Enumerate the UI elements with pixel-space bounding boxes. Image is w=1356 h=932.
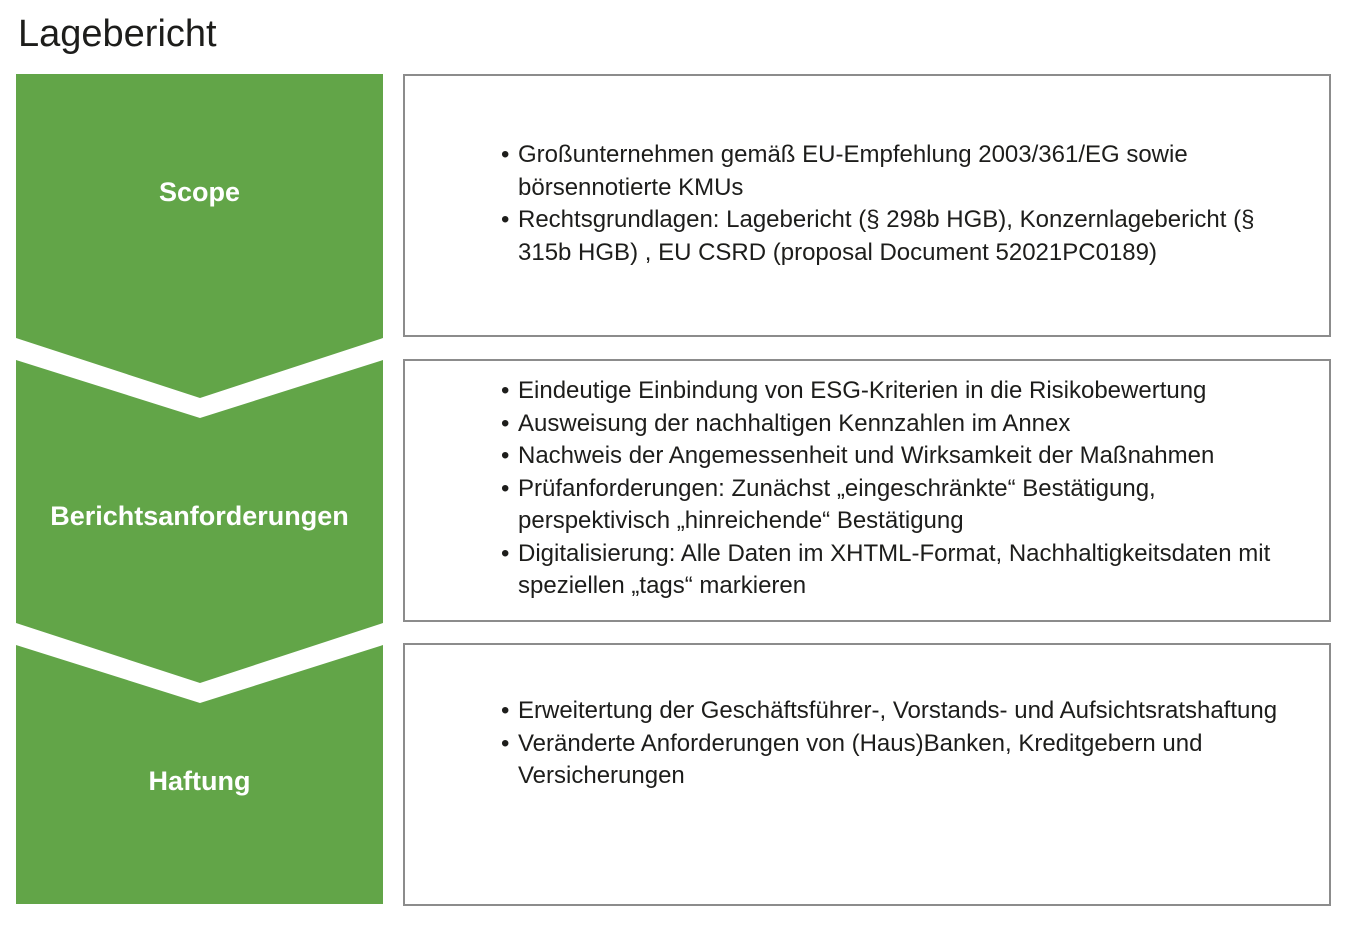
process-chevrons bbox=[16, 74, 383, 904]
berichtsanforderungen-bullets: Eindeutige Einbindung von ESG-Kriterien … bbox=[501, 375, 1299, 603]
haftung-chevron bbox=[16, 645, 383, 904]
list-item: Veränderte Anforderungen von (Haus)Banke… bbox=[501, 728, 1299, 793]
scope-box: Großunternehmen gemäß EU-Empfehlung 2003… bbox=[403, 74, 1331, 337]
scope-chevron bbox=[16, 74, 383, 398]
list-item: Eindeutige Einbindung von ESG-Kriterien … bbox=[501, 375, 1299, 408]
list-item: Digitalisierung: Alle Daten im XHTML-For… bbox=[501, 538, 1299, 603]
berichtsanforderungen-label: Berichtsanforderungen bbox=[50, 501, 349, 531]
list-item: Rechtsgrundlagen: Lagebericht (§ 298b HG… bbox=[501, 204, 1299, 269]
scope-bullets: Großunternehmen gemäß EU-Empfehlung 2003… bbox=[501, 139, 1299, 269]
list-item: Nachweis der Angemessenheit und Wirksamk… bbox=[501, 440, 1299, 473]
list-item: Prüfanforderungen: Zunächst „eingeschrän… bbox=[501, 473, 1299, 538]
scope-label: Scope bbox=[158, 177, 241, 207]
list-item: Großunternehmen gemäß EU-Empfehlung 2003… bbox=[501, 139, 1299, 204]
list-item: Erweitertung der Geschäftsführer-, Vorst… bbox=[501, 695, 1299, 728]
haftung-label: Haftung bbox=[148, 766, 251, 796]
list-item: Ausweisung der nachhaltigen Kennzahlen i… bbox=[501, 408, 1299, 441]
page-title: Lagebericht bbox=[18, 13, 217, 55]
haftung-box: Erweitertung der Geschäftsführer-, Vorst… bbox=[403, 643, 1331, 906]
berichtsanforderungen-chevron bbox=[16, 360, 383, 683]
berichtsanforderungen-box: Eindeutige Einbindung von ESG-Kriterien … bbox=[403, 359, 1331, 622]
haftung-bullets: Erweitertung der Geschäftsführer-, Vorst… bbox=[501, 695, 1299, 793]
